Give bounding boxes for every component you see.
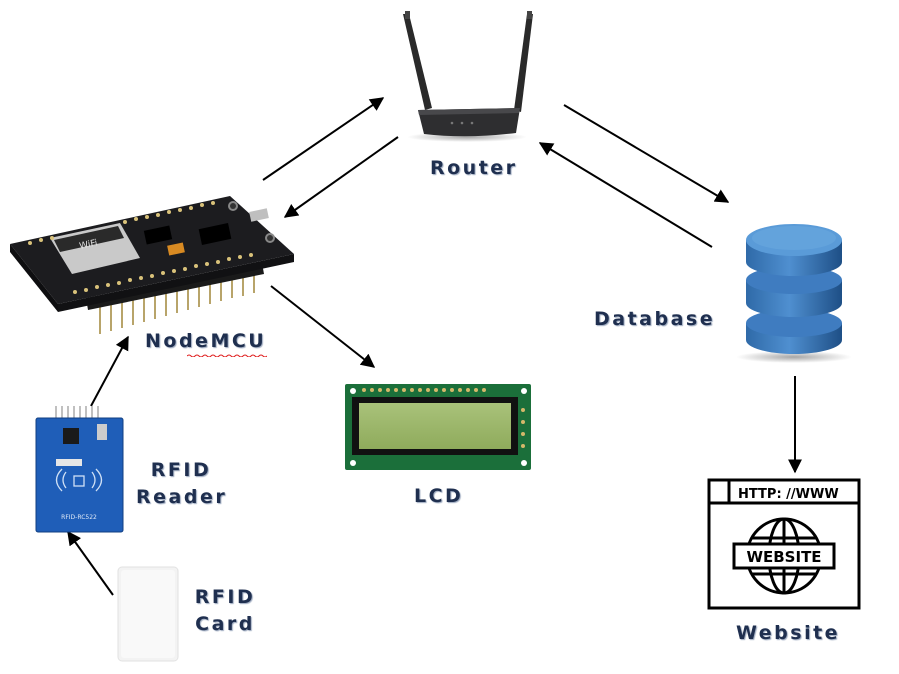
rfid-reader-pcb: [36, 418, 123, 532]
arrow-nodemcu-to-lcd: [270, 285, 376, 368]
wifi-logo-text: WiFi: [79, 238, 99, 252]
rfid-card-image: [117, 566, 179, 662]
lcd-screen: [359, 403, 511, 449]
router-antenna-left: [403, 14, 432, 110]
arrow-router-to-database: [563, 104, 730, 203]
arrow-nodemcu-to-router: [262, 97, 385, 181]
arrow-database-to-router: [538, 142, 713, 248]
arrow-reader-to-nodemcu: [90, 335, 129, 407]
nodemcu-pcb: [10, 196, 294, 304]
website-icon: HTTP: //WWW WEBSITE: [707, 478, 861, 610]
router-body: [418, 108, 520, 137]
rfid-card-label: RFID Card: [192, 584, 258, 638]
arrow-card-to-reader: [67, 530, 114, 596]
rfid-reader-label-line1: RFID: [150, 459, 212, 481]
router-image: [403, 11, 533, 142]
rfid-card-label-line1: RFID: [194, 586, 256, 608]
website-url-text: HTTP: //WWW: [738, 487, 839, 502]
website-label: Website: [736, 622, 841, 644]
database-label: Database: [594, 308, 716, 330]
nodemcu-board-image: WiFi: [10, 196, 294, 334]
router-label: Router: [430, 157, 518, 179]
rfid-card-label-line2: Card: [195, 613, 255, 635]
arrow-router-to-nodemcu: [283, 136, 399, 218]
lcd-label: LCD: [414, 485, 464, 507]
website-banner-text: WEBSITE: [746, 548, 821, 566]
rfid-reader-label-line2: Reader: [136, 486, 228, 508]
nodemcu-label: NodeMCU: [145, 330, 267, 352]
rfid-reader-image: RFID-RC522: [35, 406, 124, 533]
rfid-reader-label: RFID Reader: [136, 457, 226, 511]
database-icon: [736, 224, 852, 363]
lcd-image: [345, 384, 531, 470]
spellcheck-underline: [187, 354, 267, 357]
router-antenna-right: [514, 14, 533, 112]
rfid-module-silkscreen: RFID-RC522: [61, 514, 97, 521]
connection-arrows: [67, 97, 802, 596]
